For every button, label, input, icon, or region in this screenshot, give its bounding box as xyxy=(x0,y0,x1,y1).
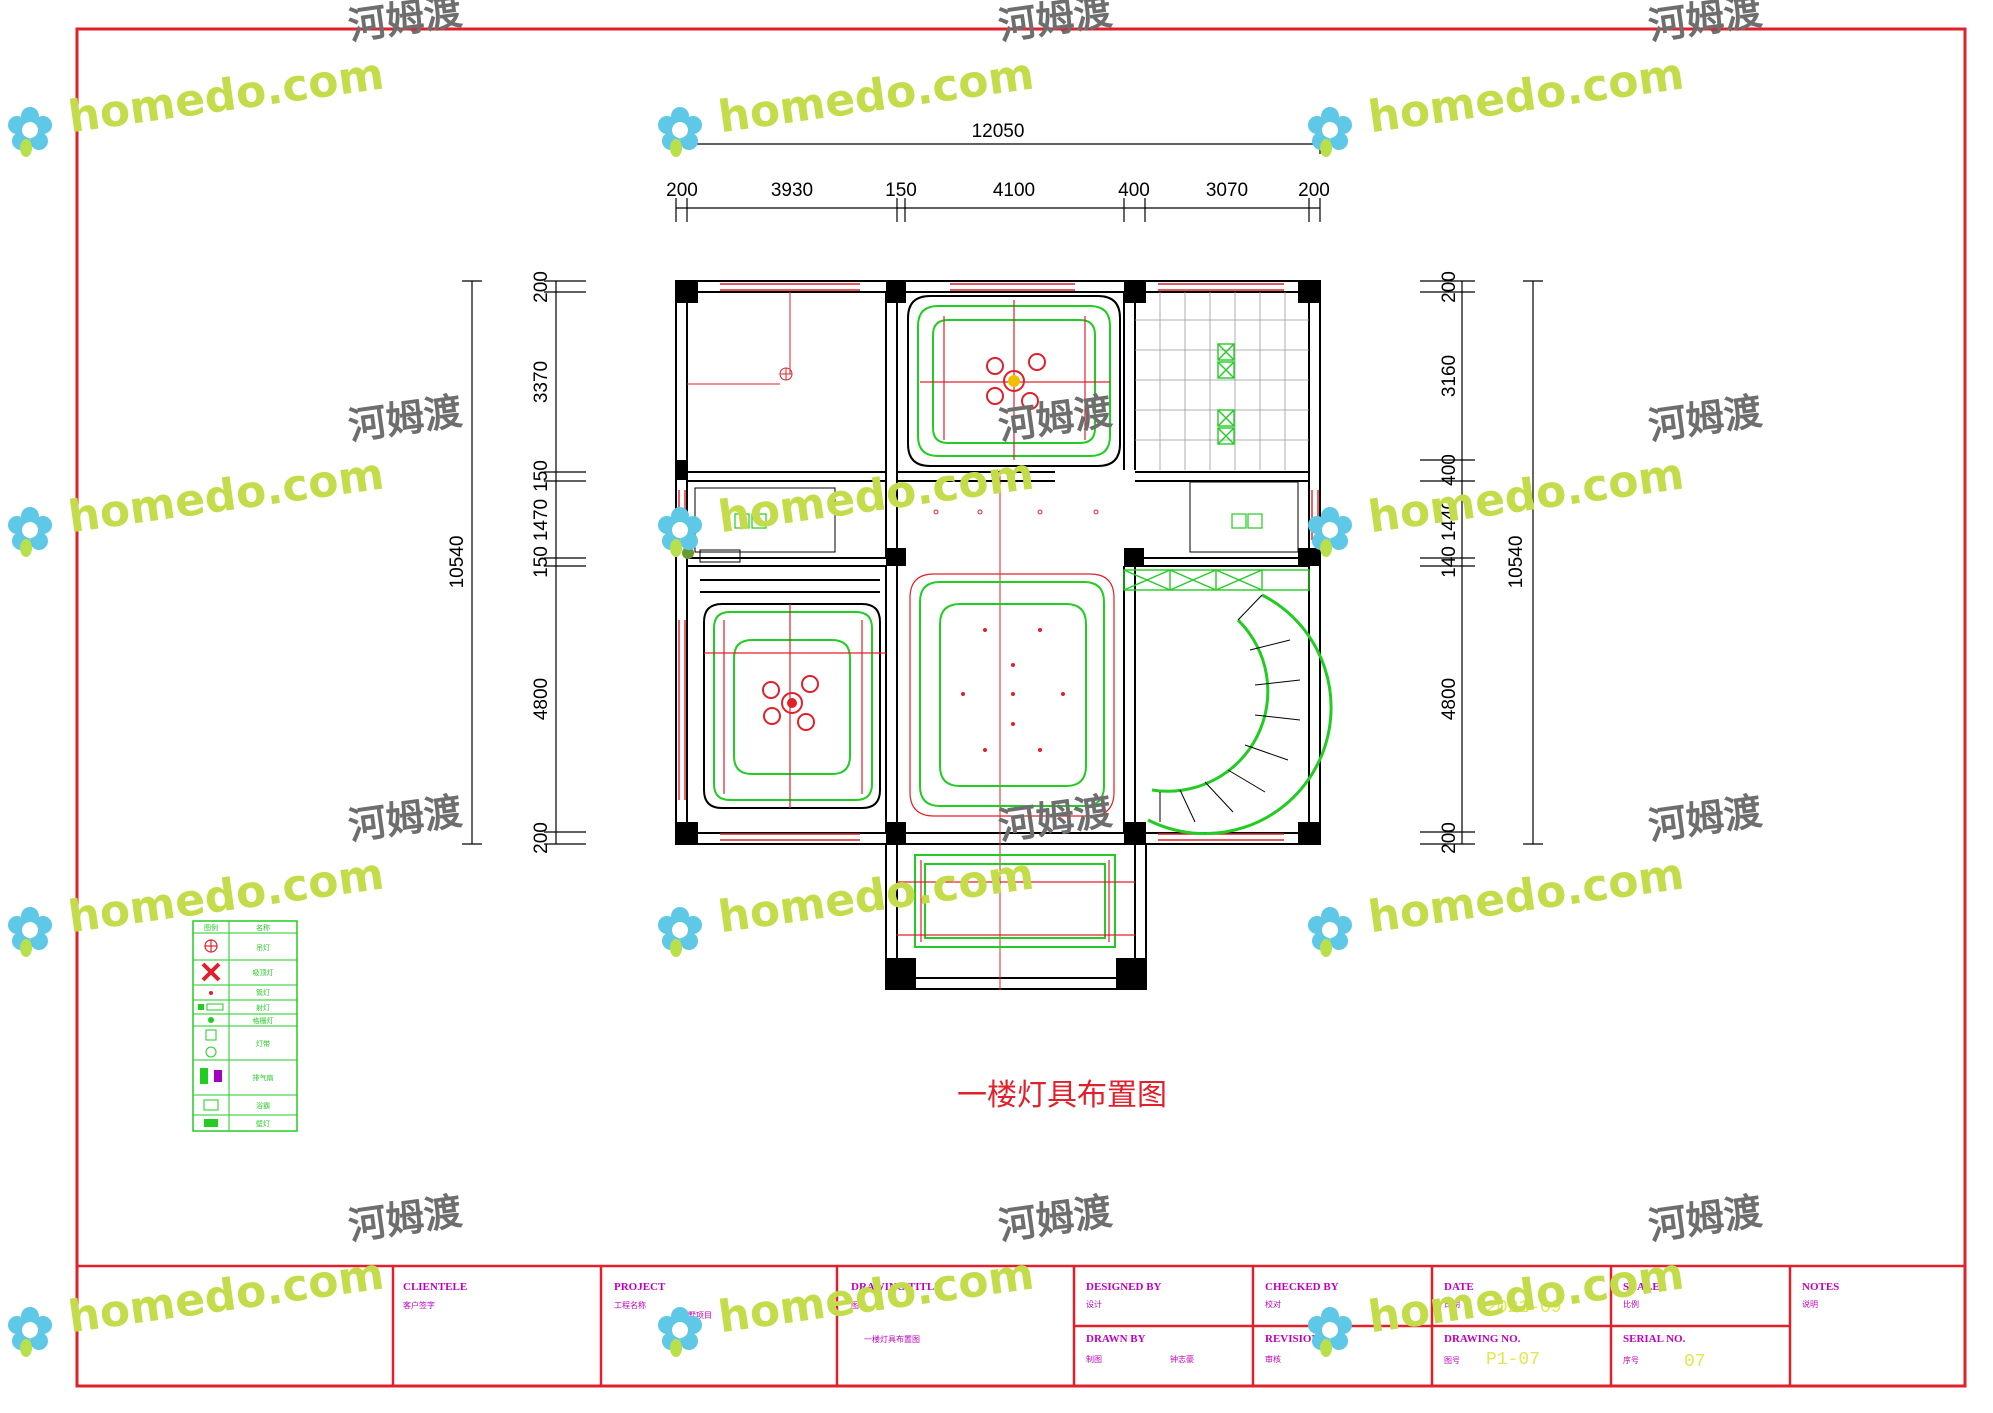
tb-clientele-label: CLIENTELE xyxy=(403,1281,467,1293)
tb-serial-sub: 序号 xyxy=(1623,1355,1639,1365)
grille-light-icon xyxy=(208,1017,214,1023)
dim-right-seg: 140 xyxy=(1439,546,1460,578)
dim-top-seg: 4100 xyxy=(993,180,1035,201)
spotlight-icon xyxy=(198,1003,224,1011)
title-block xyxy=(77,1264,1965,1386)
legend-item: 吸顶灯 xyxy=(253,968,274,977)
dim-top-seg: 200 xyxy=(666,180,698,201)
ceiling-light-icon xyxy=(201,962,221,982)
dim-top-total: 12050 xyxy=(972,121,1025,142)
dim-top-seg: 400 xyxy=(1118,180,1150,201)
dim-left-seg: 4800 xyxy=(531,678,552,720)
legend: 图例 名称 吊灯 吸顶灯 筒灯 射灯 格栅灯 灯带 排气扇 浴霸 壁灯 xyxy=(192,920,298,1132)
chandelier-icon xyxy=(204,939,218,953)
tb-designed-label: DESIGNED BY xyxy=(1086,1281,1162,1293)
legend-item: 壁灯 xyxy=(256,1119,270,1128)
tb-checked-sub: 校对 xyxy=(1265,1299,1281,1309)
tb-drawing-no-value: P1-07 xyxy=(1486,1350,1540,1370)
chandelier-lower xyxy=(762,675,819,731)
tb-project-value: 别墅项目 xyxy=(680,1310,712,1320)
dim-left-seg: 200 xyxy=(531,271,552,303)
tb-revisions-sub: 审核 xyxy=(1265,1354,1281,1364)
dim-left-seg: 200 xyxy=(531,822,552,854)
dim-left-seg: 1470 xyxy=(531,499,552,541)
tb-drawn-sub: 制图 xyxy=(1086,1354,1102,1364)
dim-left-seg: 150 xyxy=(531,460,552,492)
tb-checked-label: CHECKED BY xyxy=(1265,1281,1339,1293)
dim-right-seg: 1440 xyxy=(1439,499,1460,541)
exhaust-fan-icon xyxy=(200,1068,222,1084)
legend-header: 名称 xyxy=(256,923,270,932)
tb-date-label: DATE xyxy=(1444,1281,1474,1293)
dim-right-seg: 400 xyxy=(1439,454,1460,486)
tb-drawing-title-value: 一楼灯具布置图 xyxy=(864,1334,920,1344)
top-dimensions xyxy=(675,136,1321,222)
legend-item: 吊灯 xyxy=(256,943,270,952)
dim-left-seg: 3370 xyxy=(531,361,552,403)
tb-drawing-title-label: DRAWING TITLE xyxy=(851,1281,942,1293)
legend-item: 射灯 xyxy=(256,1003,270,1012)
tb-drawn-value: 钟志豪 xyxy=(1170,1354,1194,1364)
floor-plan xyxy=(675,280,1333,990)
tb-notes-sub: 说明 xyxy=(1802,1299,1818,1309)
tb-clientele-sub: 客户签字 xyxy=(403,1300,435,1310)
right-dimensions xyxy=(1420,280,1543,845)
dim-left-seg: 150 xyxy=(531,546,552,578)
tb-scale-label: SCALE xyxy=(1623,1281,1660,1293)
dim-right-seg: 200 xyxy=(1439,822,1460,854)
legend-item: 格栅灯 xyxy=(253,1016,274,1025)
legend-item: 排气扇 xyxy=(253,1073,274,1082)
legend-header: 图例 xyxy=(204,923,218,932)
tb-drawing-no-label: DRAWING NO. xyxy=(1444,1333,1521,1345)
drawing-title: 一楼灯具布置图 xyxy=(957,1078,1167,1113)
legend-item: 灯带 xyxy=(256,1039,270,1048)
dim-right-total: 10540 xyxy=(1506,536,1527,589)
dim-top-seg: 3930 xyxy=(771,180,813,201)
dim-top-seg: 150 xyxy=(885,180,917,201)
light-strip-icon xyxy=(205,1029,217,1058)
tb-serial-value: 07 xyxy=(1684,1352,1706,1372)
legend-item: 筒灯 xyxy=(256,988,270,997)
dim-right-seg: 200 xyxy=(1439,271,1460,303)
tb-drawn-label: DRAWN BY xyxy=(1086,1333,1146,1345)
tb-drawing-title-sub: 图名 xyxy=(851,1300,867,1310)
tb-revisions-label: REVISIONS xyxy=(1265,1333,1326,1345)
dim-right-seg: 4800 xyxy=(1439,678,1460,720)
legend-item: 浴霸 xyxy=(256,1101,270,1110)
tb-notes-label: NOTES xyxy=(1802,1281,1839,1293)
downlight-icon xyxy=(209,991,213,995)
tb-project-label: PROJECT xyxy=(614,1281,666,1293)
dim-left-total: 10540 xyxy=(447,536,468,589)
tb-scale-sub: 比例 xyxy=(1623,1299,1639,1309)
tb-drawing-no-sub: 图号 xyxy=(1444,1356,1460,1365)
tb-designed-sub: 设计 xyxy=(1086,1299,1102,1309)
tb-serial-label: SERIAL NO. xyxy=(1623,1333,1686,1345)
dim-top-seg: 200 xyxy=(1298,180,1330,201)
bath-heater-icon xyxy=(203,1099,219,1111)
dim-right-seg: 3160 xyxy=(1439,355,1460,397)
dim-top-seg: 3070 xyxy=(1206,180,1248,201)
spiral-stair xyxy=(1147,593,1333,836)
left-dimensions xyxy=(462,280,586,845)
tb-date-value: 2021-09 xyxy=(1486,1298,1562,1318)
drawing-border xyxy=(75,27,1967,1388)
tb-project-sub: 工程名称 xyxy=(614,1300,646,1310)
tb-date-sub: 日期 xyxy=(1444,1300,1460,1309)
wall-lamp-icon xyxy=(204,1119,218,1127)
